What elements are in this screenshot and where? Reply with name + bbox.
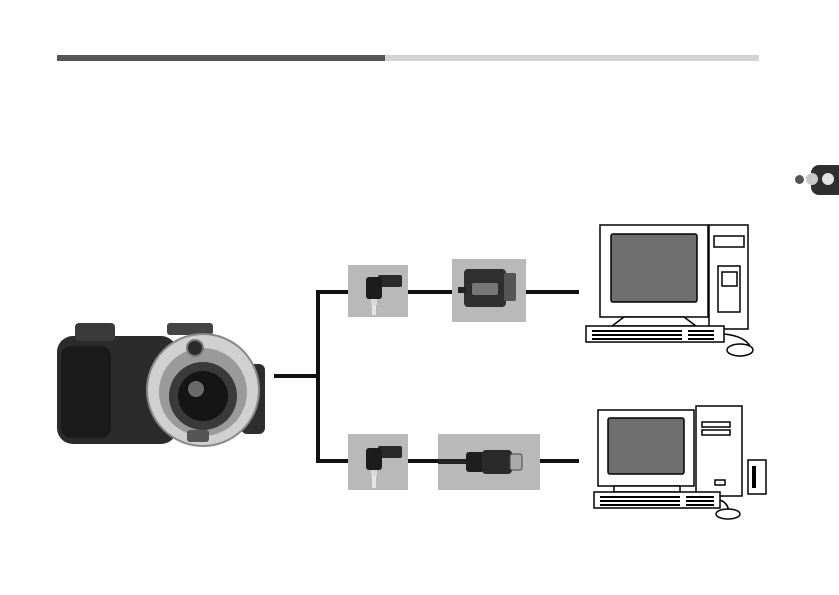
digital-camera-image xyxy=(55,318,270,448)
mini-din-adapter-image xyxy=(438,434,540,490)
windows-pc-image xyxy=(584,222,779,358)
mac-computer-image xyxy=(590,404,772,522)
serial-adapter-image xyxy=(452,259,526,322)
stereo-plug-image xyxy=(348,265,408,317)
stereo-plug-image-bottom xyxy=(348,434,408,490)
